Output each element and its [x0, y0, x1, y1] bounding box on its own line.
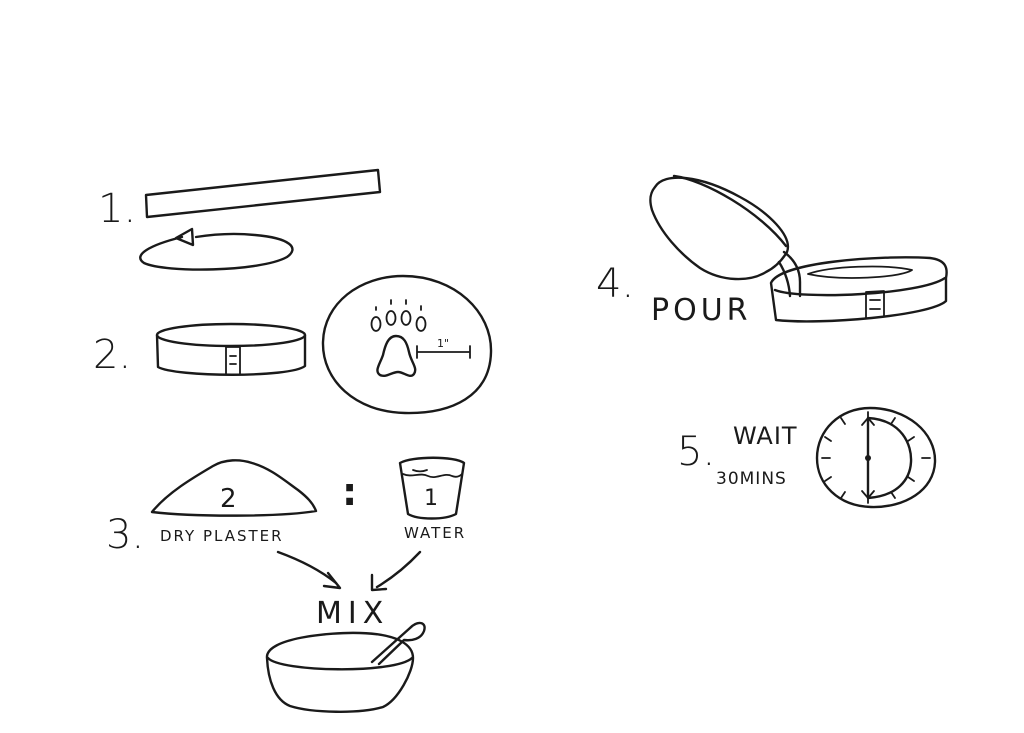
plaster-strip — [144, 168, 382, 219]
pour-label: POUR — [651, 293, 752, 328]
mixing-bowl-icon — [265, 621, 426, 713]
water-cup-icon — [398, 456, 466, 520]
size-indicator: 1" — [416, 337, 471, 359]
step-5-number: 5. — [677, 429, 715, 475]
roll-arrow-icon — [139, 232, 294, 271]
clock-icon — [815, 406, 937, 509]
step-3: 3. 2 DRY PLASTER : 1 WATER MIX — [106, 456, 466, 713]
filled-ring-icon — [769, 256, 948, 323]
step-2: 2. 1" — [93, 274, 493, 415]
step-1-number: 1. — [98, 186, 136, 232]
step-4-number: 4. — [596, 261, 634, 307]
plaster-pile-icon — [150, 459, 318, 517]
duration-label: 30MINS — [716, 469, 787, 489]
arrow-left-head-icon — [322, 571, 342, 590]
arrow-left-icon — [276, 550, 338, 585]
arrow-right-icon — [375, 550, 422, 589]
wait-label: WAIT — [733, 422, 798, 450]
plaster-label: DRY PLASTER — [160, 527, 284, 545]
roll-arrow-head-icon — [174, 227, 195, 247]
spoon-icon — [370, 621, 426, 666]
step-4: 4. POUR — [596, 174, 948, 328]
water-label: WATER — [404, 524, 466, 542]
arrow-right-head-icon — [370, 573, 388, 592]
plaster-ratio: 2 — [220, 484, 237, 514]
size-label: 1" — [437, 337, 449, 350]
paw-print-circle: 1" — [321, 274, 493, 415]
ratio-separator: : — [342, 470, 357, 514]
step-2-number: 2. — [93, 332, 131, 378]
plaster-ring-icon — [155, 322, 307, 376]
paw-print-icon — [370, 299, 427, 377]
step-3-number: 3. — [106, 512, 144, 558]
pouring-bowl-icon — [649, 174, 802, 298]
water-ratio: 1 — [424, 486, 438, 511]
mix-label: MIX — [316, 596, 389, 631]
step-1: 1. — [98, 168, 382, 271]
step-5: 5. WAIT 30MINS — [677, 406, 937, 509]
